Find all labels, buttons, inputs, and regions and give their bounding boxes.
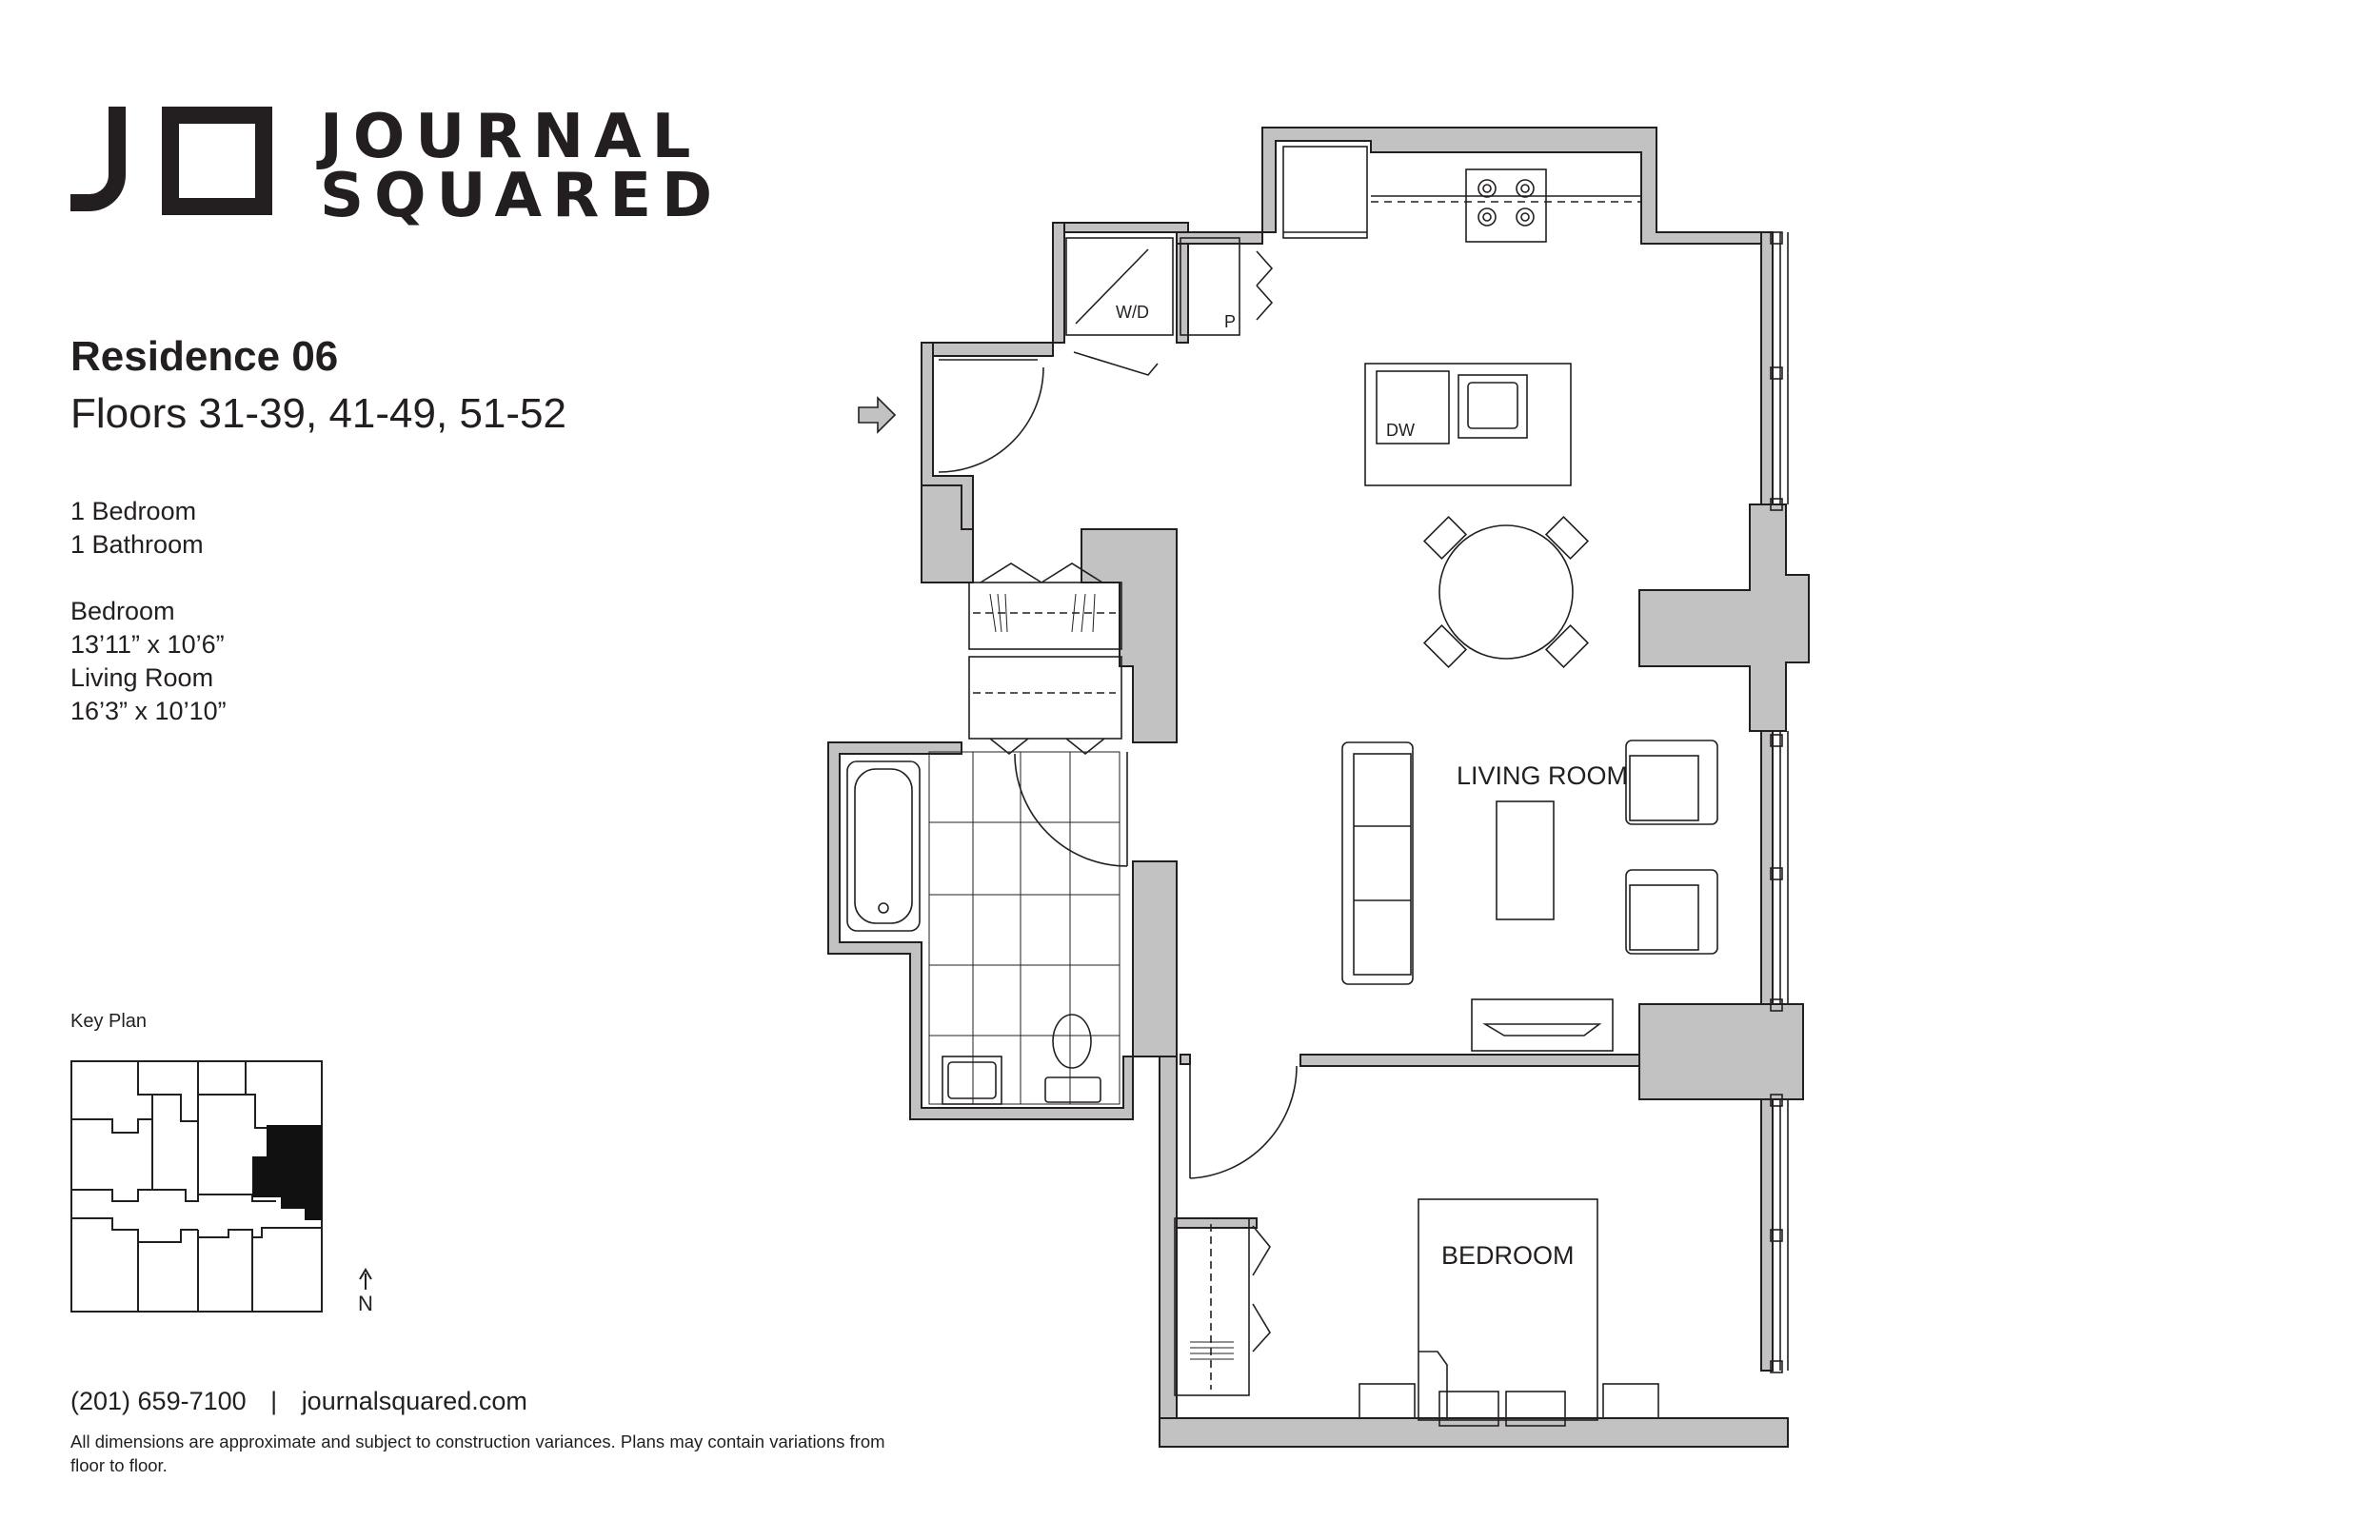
living-room-label: LIVING ROOM (1457, 761, 1629, 790)
bedroom-label: Bedroom (70, 597, 175, 625)
living-room-size: 16’3” x 10’10” (70, 697, 227, 725)
bedroom-count: 1 Bedroom (70, 497, 197, 525)
bedroom-size: 13’11” x 10’6” (70, 630, 225, 659)
phone-number[interactable]: (201) 659-7100 (70, 1387, 247, 1415)
jq-monogram: JQ (70, 107, 272, 215)
plan-linework (846, 146, 1789, 1427)
living-room-label: Living Room (70, 663, 214, 692)
bathroom-count: 1 Bathroom (70, 530, 204, 559)
bedroom-label-plan: BEDROOM (1441, 1241, 1575, 1270)
brand-logo: JQ JOURNAL SQUARED (70, 107, 712, 227)
unit-specs: 1 Bedroom 1 Bathroom Bedroom 13’11” x 10… (70, 495, 227, 728)
north-indicator: N (358, 1292, 373, 1315)
walls (827, 127, 1810, 1448)
contact-separator: | (270, 1387, 278, 1415)
pantry-label: P (1224, 312, 1237, 331)
washer-dryer-label: W/D (1116, 303, 1149, 322)
key-plan-label: Key Plan (70, 1011, 148, 1032)
contact-line: (201) 659-7100 | journalsquared.com (70, 1387, 527, 1416)
floors-line: Floors 31-39, 41-49, 51-52 (70, 390, 566, 437)
residence-title: Residence 06 (70, 333, 339, 380)
disclaimer: All dimensions are approximate and subje… (70, 1431, 885, 1475)
website-link[interactable]: journalsquared.com (301, 1387, 527, 1415)
brand-name-line2: SQUARED (320, 161, 724, 231)
dishwasher-label: DW (1386, 421, 1415, 440)
brand-name-line1: JOURNAL (320, 102, 702, 172)
